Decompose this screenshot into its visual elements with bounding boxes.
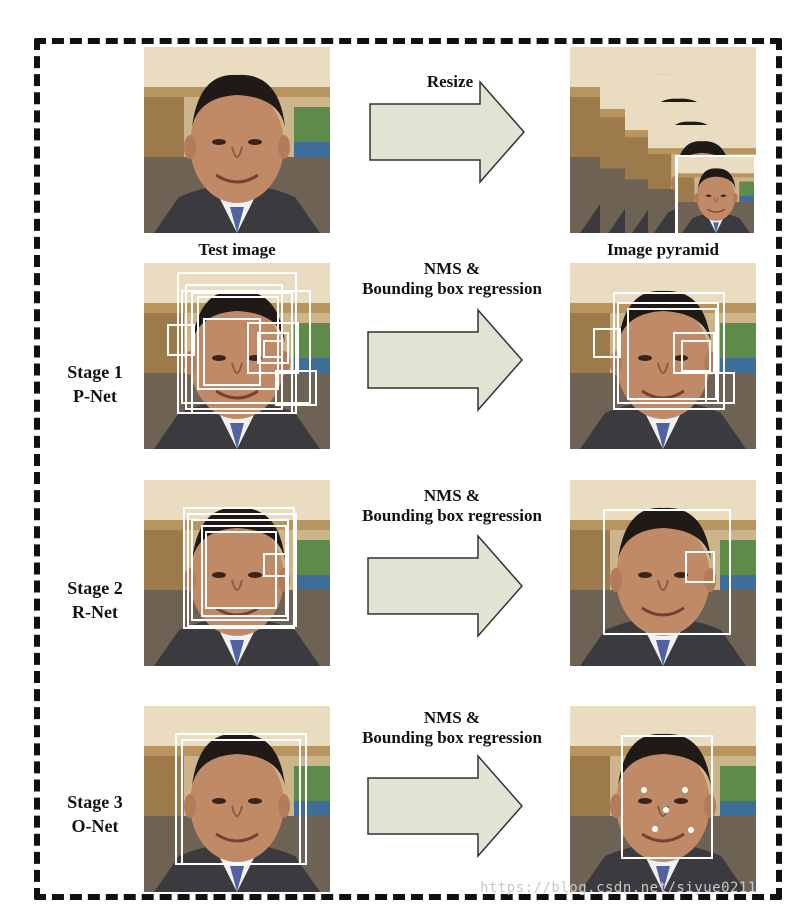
resize-arrow (369, 80, 525, 184)
stage2-label: Stage 2 R-Net (50, 576, 140, 624)
stage1-label: Stage 1 P-Net (50, 360, 140, 408)
stage2-title: Stage 2 (67, 578, 123, 598)
image-pyramid (570, 47, 756, 233)
landmark-left-eye (641, 787, 647, 793)
stage1-input (144, 263, 330, 449)
stage2-arrow-line2: Bounding box regression (362, 506, 542, 525)
resize-label: Resize (426, 72, 474, 91)
stage2-net: R-Net (72, 602, 118, 622)
stage3-arrow-line2: Bounding box regression (362, 728, 542, 747)
stage3-label: Stage 3 O-Net (50, 790, 140, 838)
stage3-net: O-Net (71, 816, 119, 836)
test-image (144, 47, 330, 233)
stage2-input (144, 480, 330, 666)
stage1-net: P-Net (73, 386, 117, 406)
stage1-arrow-line2: Bounding box regression (362, 279, 542, 298)
stage3-output (570, 706, 756, 892)
pyramid-caption: Image pyramid (607, 240, 719, 259)
stage2-arrow-label: NMS & Bounding box regression (338, 486, 566, 526)
stage3-arrow-line1: NMS & (423, 708, 481, 727)
stage1-arrow-line1: NMS & (423, 259, 481, 278)
stage1-arrow-label: NMS & Bounding box regression (338, 259, 566, 299)
stage3-arrow (367, 754, 523, 858)
test-image-caption: Test image (198, 240, 276, 259)
landmark-mouth-left (652, 826, 658, 832)
dashed-frame (34, 38, 782, 900)
stage1-title: Stage 1 (67, 362, 123, 382)
stage3-arrow-label: NMS & Bounding box regression (338, 708, 566, 748)
watermark: https://blog.csdn.net/siyue0211 (480, 880, 757, 896)
stage3-title: Stage 3 (67, 792, 123, 812)
landmark-right-eye (682, 787, 688, 793)
stage2-output (570, 480, 756, 666)
stage2-arrow (367, 534, 523, 638)
landmark-nose (663, 807, 669, 813)
stage1-output (570, 263, 756, 449)
stage1-arrow (367, 308, 523, 412)
stage3-input (144, 706, 330, 892)
stage2-arrow-line1: NMS & (423, 486, 481, 505)
landmark-mouth-right (688, 827, 694, 833)
